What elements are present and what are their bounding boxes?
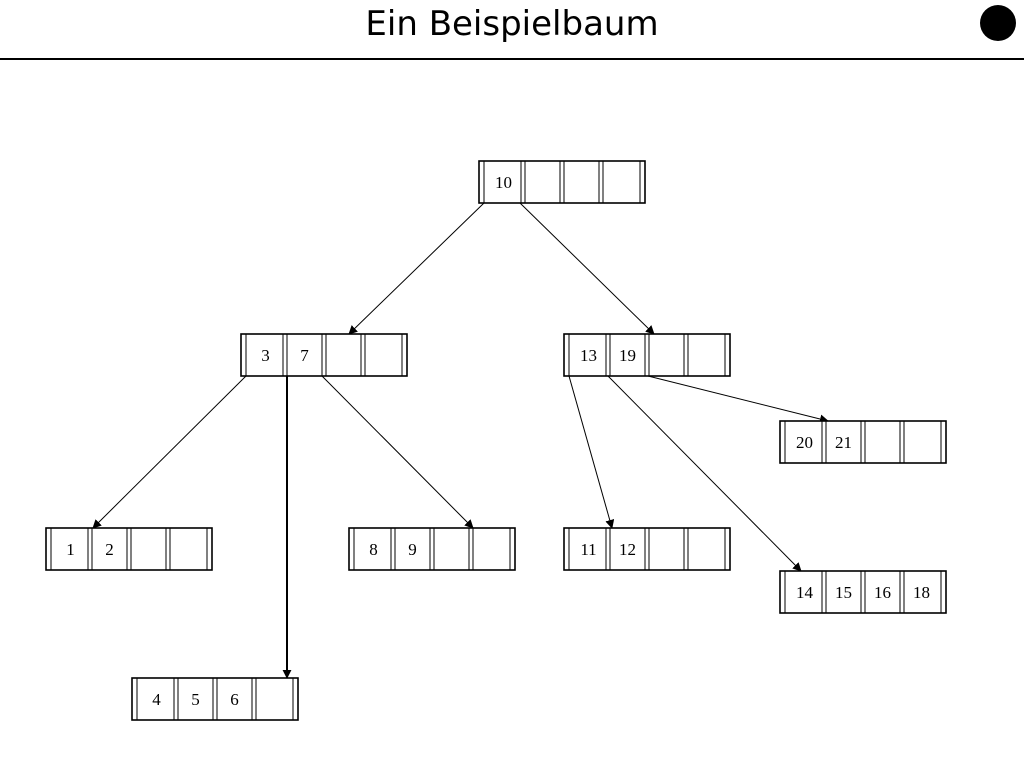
node-frame [563, 333, 731, 377]
edge-n13_19-to-n14_18 [607, 375, 802, 572]
edge-n13_19-to-n20_21 [647, 375, 829, 424]
bullet-dot-icon [980, 5, 1016, 41]
node-key: 2 [105, 540, 114, 559]
edge-n3_7-to-n8_9 [321, 375, 474, 529]
node-key: 14 [796, 583, 814, 602]
node-key: 9 [408, 540, 417, 559]
title-divider [0, 58, 1024, 60]
edge-n3_7-to-n1_2 [92, 375, 247, 529]
node-frame [45, 527, 213, 571]
node-key: 13 [580, 346, 597, 365]
node-key: 6 [230, 690, 239, 709]
btree-node-n11_12: 11 12 [563, 527, 731, 571]
node-key: 16 [874, 583, 891, 602]
edge-n13_19-to-n11_12 [568, 375, 615, 529]
node-key: 11 [580, 540, 596, 559]
node-key: 1 [66, 540, 75, 559]
btree-node-n13_19: 13 19 [563, 333, 731, 377]
edge-root-to-n13_19 [519, 202, 655, 335]
node-key: 18 [913, 583, 930, 602]
node-key: 10 [495, 173, 512, 192]
edges-layer [92, 202, 829, 679]
node-key: 12 [619, 540, 636, 559]
node-frame [131, 677, 299, 721]
node-key: 20 [796, 433, 813, 452]
edge-root-to-n3_7 [348, 202, 485, 335]
node-frame [478, 160, 646, 204]
node-frame [563, 527, 731, 571]
node-frame [779, 570, 947, 614]
node-frame [240, 333, 408, 377]
node-key: 15 [835, 583, 852, 602]
node-frame [348, 527, 516, 571]
node-key: 4 [152, 690, 161, 709]
btree-node-root: 10 [478, 160, 646, 204]
btree-node-n4_5_6: 4 5 6 [131, 677, 299, 721]
slide-title: Ein Beispielbaum [365, 4, 659, 44]
node-key: 8 [369, 540, 378, 559]
node-key: 3 [261, 346, 270, 365]
node-key: 21 [835, 433, 852, 452]
btree-node-n14_18: 14 15 16 18 [779, 570, 947, 614]
node-frame [779, 420, 947, 464]
node-key: 7 [300, 346, 309, 365]
node-key: 19 [619, 346, 636, 365]
node-key: 5 [191, 690, 200, 709]
